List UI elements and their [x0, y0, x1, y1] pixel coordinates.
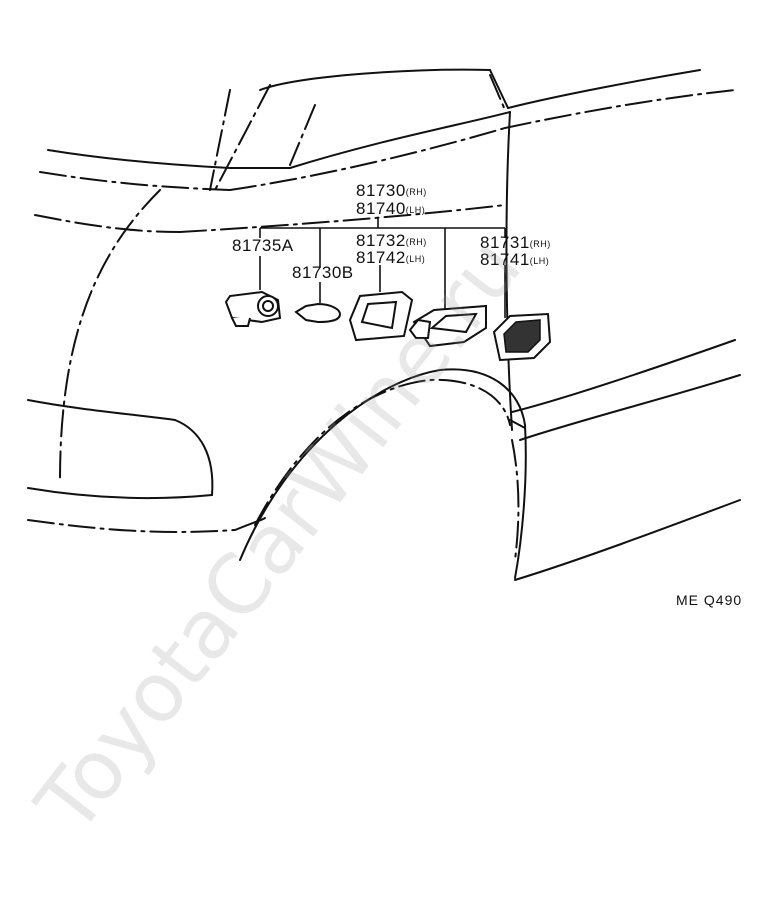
- diagram-code: ME Q490: [676, 592, 742, 608]
- label-81742: 81742(LH): [356, 248, 425, 267]
- gasket-81732: [348, 290, 414, 342]
- car-body-outline: [27, 68, 741, 581]
- label-81731: 81731(RH): [480, 233, 551, 252]
- label-81732: 81732(RH): [356, 231, 427, 250]
- socket-81735a: [224, 290, 282, 327]
- label-81730b: 81730B: [292, 263, 354, 282]
- label-81730: 81730(RH): [356, 181, 427, 200]
- lens-81731: [492, 312, 552, 362]
- label-81741: 81741(LH): [480, 250, 549, 269]
- label-81740: 81740(LH): [356, 199, 425, 218]
- lamp-housing-81742: [408, 304, 487, 348]
- bulb-81730b: [294, 302, 342, 324]
- leader-lines: [259, 218, 506, 318]
- label-81735a: 81735A: [232, 236, 294, 255]
